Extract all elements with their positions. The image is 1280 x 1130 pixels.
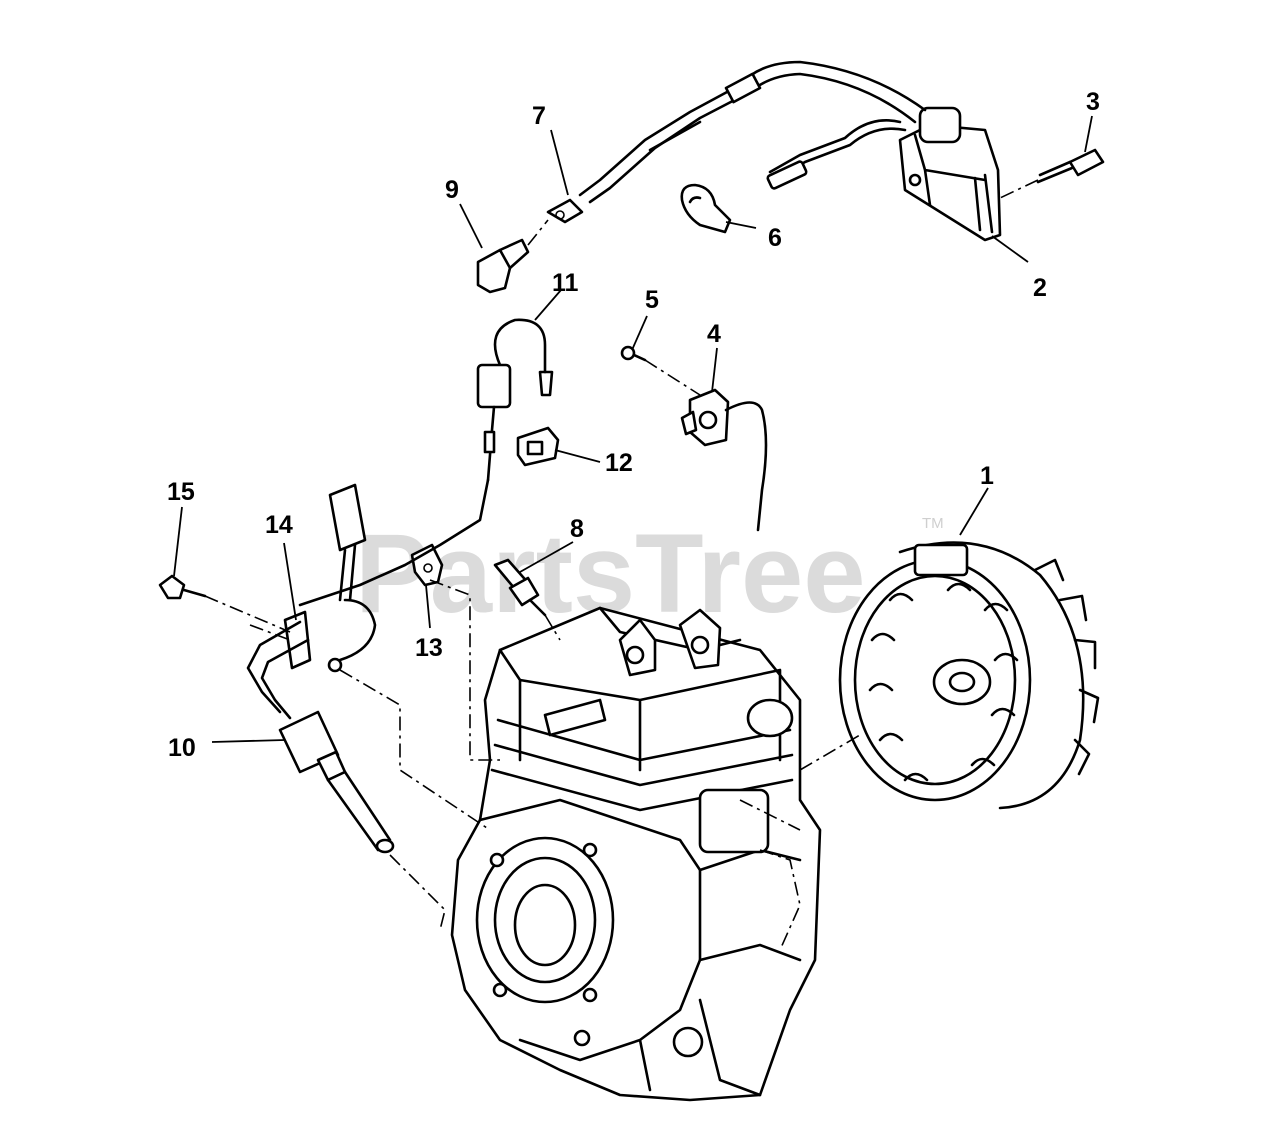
callout-8: 8	[570, 515, 584, 543]
part-screw-5[interactable]	[620, 345, 701, 396]
part-screw-15[interactable]	[158, 574, 291, 633]
part-wire-11[interactable]	[476, 318, 554, 482]
part-oil-sensor-10[interactable]	[278, 710, 395, 854]
callout-10: 10	[168, 734, 196, 762]
callout-labels: 1 2 3 4 5 6 7 8 9 10 11 12 13 14 15	[167, 88, 1100, 762]
part-flywheel[interactable]	[838, 541, 1100, 810]
engine-block	[450, 606, 822, 1102]
part-spark-plug-boot-9[interactable]	[476, 219, 549, 294]
callout-5: 5	[645, 286, 659, 314]
part-ignition-coil[interactable]	[898, 106, 1002, 242]
part-harness-14[interactable]	[246, 478, 490, 720]
callout-3: 3	[1086, 88, 1100, 116]
part-clamp-6[interactable]	[680, 183, 732, 234]
callout-15: 15	[167, 478, 195, 506]
part-switch-4[interactable]	[680, 388, 768, 532]
callout-4: 4	[707, 320, 721, 348]
part-clip-12[interactable]	[516, 426, 560, 467]
callout-6: 6	[768, 224, 782, 252]
callout-12: 12	[605, 449, 633, 477]
callout-1: 1	[980, 462, 994, 490]
watermark-tm: TM	[922, 515, 944, 532]
leader-lines	[173, 115, 1093, 743]
assembly-lines	[249, 579, 861, 931]
part-bolt-3[interactable]	[999, 148, 1105, 199]
part-connector-7[interactable]	[546, 198, 584, 224]
part-clamp-13[interactable]	[410, 543, 444, 587]
part-spark-plug-8[interactable]	[493, 558, 561, 641]
callout-14: 14	[265, 511, 293, 539]
callout-13: 13	[415, 634, 443, 662]
callout-2: 2	[1033, 274, 1047, 302]
ignition-lead-wire	[578, 60, 927, 204]
callout-9: 9	[445, 176, 459, 204]
callout-11: 11	[552, 269, 579, 297]
callout-7: 7	[532, 102, 546, 130]
